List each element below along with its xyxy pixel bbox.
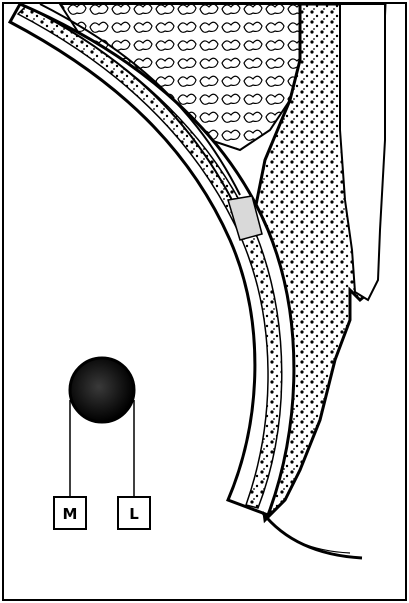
label-box-m: M bbox=[54, 497, 86, 529]
label-l-text: L bbox=[129, 505, 139, 523]
cross-section-sphere bbox=[70, 358, 134, 422]
catheter-tail bbox=[262, 512, 362, 558]
label-m-text: M bbox=[63, 505, 78, 523]
label-box-l: L bbox=[118, 497, 150, 529]
